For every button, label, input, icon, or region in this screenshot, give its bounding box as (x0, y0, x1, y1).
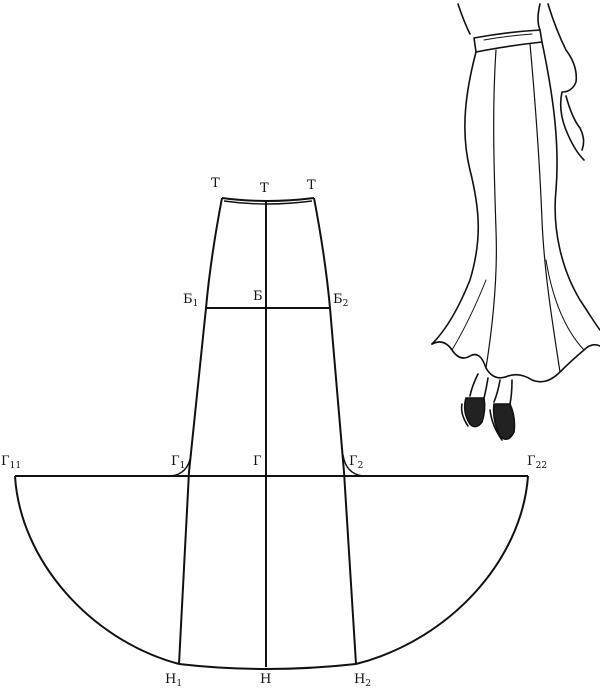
sketch-skirt-hem (431, 341, 600, 383)
label-g2: Г2 (349, 454, 363, 471)
label-b2: Б2 (333, 292, 348, 309)
label-g11: Г11 (1, 454, 21, 471)
right-flare-transition (342, 454, 364, 477)
sketch-fold-1 (451, 279, 487, 351)
sketch-shoe-left (463, 397, 486, 428)
waist-line (221, 197, 315, 202)
right-godet-curve (355, 475, 529, 665)
left-flare-transition (170, 454, 192, 477)
sketch-skirt-right-side (541, 41, 600, 331)
sketch-arm (547, 3, 585, 161)
sketch-seam-right (529, 43, 561, 373)
sketch-seam-center (485, 49, 497, 369)
sketch-leg-right (493, 379, 501, 403)
sketch-leg-left (469, 373, 479, 397)
pattern-lines (14, 197, 529, 670)
sketch-leg-right-2 (509, 379, 513, 405)
hem-line (178, 663, 357, 670)
left-godet-curve (14, 475, 180, 665)
sketch-shoe-tip-left (460, 403, 469, 427)
sketch-waistband (473, 29, 543, 53)
skirt-sketch-illustration (431, 3, 600, 441)
label-h2: Н2 (354, 672, 371, 689)
label-h1: Н1 (165, 672, 182, 689)
sketch-waistband-detail (483, 33, 533, 41)
label-b1: Б1 (183, 292, 198, 309)
label-g22: Г22 (527, 454, 547, 471)
label-h: Н (260, 672, 271, 687)
sketch-skirt-left-side (431, 51, 480, 345)
sketch-shoe-tip-right (489, 409, 503, 441)
sketch-fold-2 (545, 259, 585, 351)
sketch-torso-left (457, 3, 471, 35)
left-side-seam (178, 197, 223, 665)
sketch-torso-right (537, 3, 541, 31)
label-t-center: Т (260, 181, 269, 196)
point-labels: Т Т Т Б1 Б Б2 Г11 Г1 Г Г2 Г22 Н1 Н Н2 (1, 176, 547, 689)
label-t-right: Т (307, 178, 316, 193)
label-g: Г (253, 454, 262, 469)
sketch-hand (565, 95, 585, 151)
right-side-seam (313, 197, 357, 665)
label-b: Б (253, 289, 263, 304)
sketch-shoe-right (492, 403, 516, 440)
label-g1: Г1 (171, 454, 185, 471)
label-t-left: Т (211, 176, 220, 191)
sketch-leg-left-2 (483, 377, 489, 399)
